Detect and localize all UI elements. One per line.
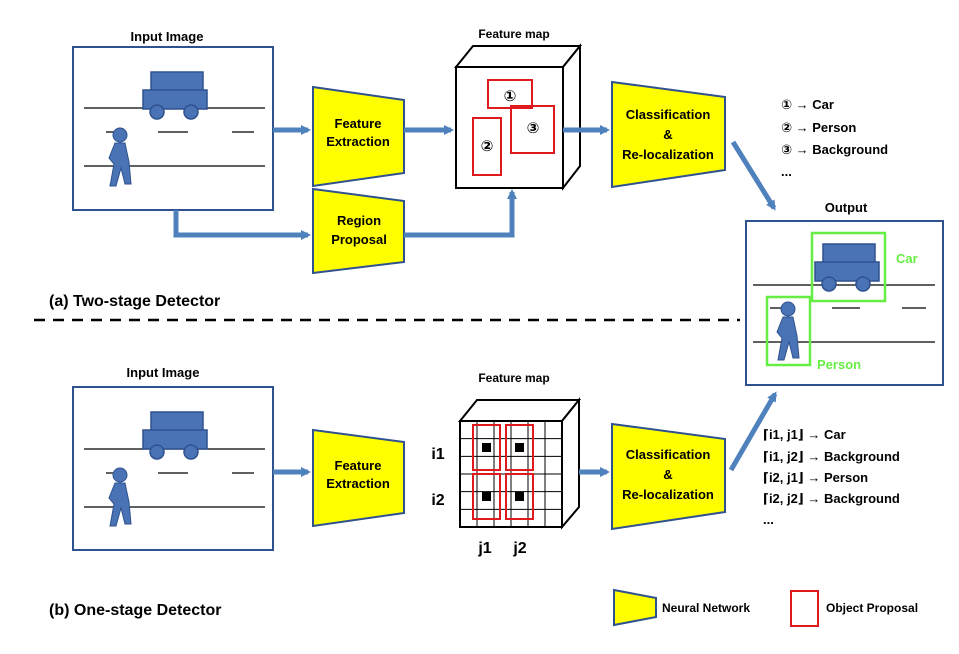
two-stage-section: Input Image Feature Extraction Region Pr… — [49, 27, 888, 310]
result-line: ⌈i2, j1⌋ → Person — [763, 470, 868, 485]
result-line: ③ → Background — [781, 142, 888, 157]
legend-object-proposal: Object Proposal — [826, 601, 918, 615]
result-line: ⌈i1, j2⌋ → Background — [763, 449, 900, 464]
result-line: ① → Car — [781, 97, 834, 112]
result-line: ② → Person — [781, 120, 856, 135]
input-image-a — [72, 46, 274, 211]
classification-network-a: Classification & Re-localization — [611, 80, 726, 189]
feature-map-title-b: Feature map — [478, 371, 549, 385]
proposal-mark-2: ② — [481, 138, 494, 155]
anchor-cell — [482, 492, 491, 501]
feature-extraction-network-b: Feature Extraction — [312, 428, 405, 528]
anchor-cell — [515, 443, 524, 452]
result-line: ... — [781, 164, 792, 179]
grid-proposal-box — [472, 424, 501, 471]
object-proposal-legend-icon — [790, 590, 819, 627]
classification-label-3: Re-localization — [622, 487, 714, 502]
feature-extraction-network-a: Feature Extraction — [312, 85, 405, 188]
one-stage-caption: (b) One-stage Detector — [49, 602, 221, 619]
result-line: ... — [763, 512, 774, 527]
one-stage-arrows — [273, 391, 778, 477]
person-label: Person — [817, 357, 861, 372]
legend-neural-network: Neural Network — [662, 601, 750, 615]
result-line: ⌈i1, j1⌋ → Car — [763, 427, 846, 442]
grid-proposal-box — [472, 473, 501, 520]
feature-extraction-label-2: Extraction — [326, 476, 390, 491]
region-proposal-label-1: Region — [337, 213, 381, 228]
proposal-box-2 — [472, 117, 502, 176]
anchor-cell — [515, 492, 524, 501]
input-image-title-a: Input Image — [131, 29, 204, 44]
legend: Neural Network Object Proposal — [613, 588, 918, 627]
neural-network-legend-icon — [613, 588, 657, 627]
car-detection-box — [810, 231, 887, 303]
region-proposal-label-2: Proposal — [331, 232, 387, 247]
person-detection-box — [765, 295, 812, 367]
feature-extraction-label-1: Feature — [335, 458, 382, 473]
feature-extraction-label-2: Extraction — [326, 134, 390, 149]
grid-proposal-box — [505, 424, 534, 471]
result-line: ⌈i2, j2⌋ → Background — [763, 491, 900, 506]
proposal-box-3 — [510, 105, 555, 154]
region-proposal-network: Region Proposal — [312, 187, 405, 275]
classification-label-3: Re-localization — [622, 147, 714, 162]
classification-label-1: Classification — [626, 107, 711, 122]
output-panel: Output Car Person — [745, 200, 944, 386]
col-label-j1: j1 — [477, 540, 491, 557]
row-label-i1: i1 — [431, 446, 444, 463]
classification-network-b: Classification & Re-localization — [611, 422, 726, 531]
input-image-b — [72, 386, 274, 551]
feature-map-title-a: Feature map — [478, 27, 549, 41]
output-title: Output — [825, 200, 868, 215]
anchor-cell — [482, 443, 491, 452]
classification-label-2: & — [663, 467, 672, 482]
feature-map-a: ① ② ③ — [453, 43, 583, 191]
two-stage-arrows — [173, 125, 777, 240]
grid-proposal-box — [505, 473, 534, 520]
car-label: Car — [896, 251, 918, 266]
row-label-i2: i2 — [431, 492, 444, 509]
input-image-title-b: Input Image — [127, 365, 200, 380]
feature-extraction-label-1: Feature — [335, 116, 382, 131]
proposal-mark-1: ① — [504, 88, 517, 105]
classification-label-2: & — [663, 127, 672, 142]
classification-label-1: Classification — [626, 447, 711, 462]
two-stage-caption: (a) Two-stage Detector — [49, 293, 220, 310]
two-stage-results: ① → Car ② → Person ③ → Background ... — [781, 97, 888, 179]
one-stage-section: Input Image Feature Extraction Feature m… — [49, 365, 900, 619]
feature-map-b: i1 i2 j1 j2 — [431, 397, 582, 557]
col-label-j2: j2 — [512, 540, 526, 557]
one-stage-results: ⌈i1, j1⌋ → Car ⌈i1, j2⌋ → Background ⌈i2… — [763, 427, 900, 527]
proposal-mark-3: ③ — [527, 120, 540, 137]
